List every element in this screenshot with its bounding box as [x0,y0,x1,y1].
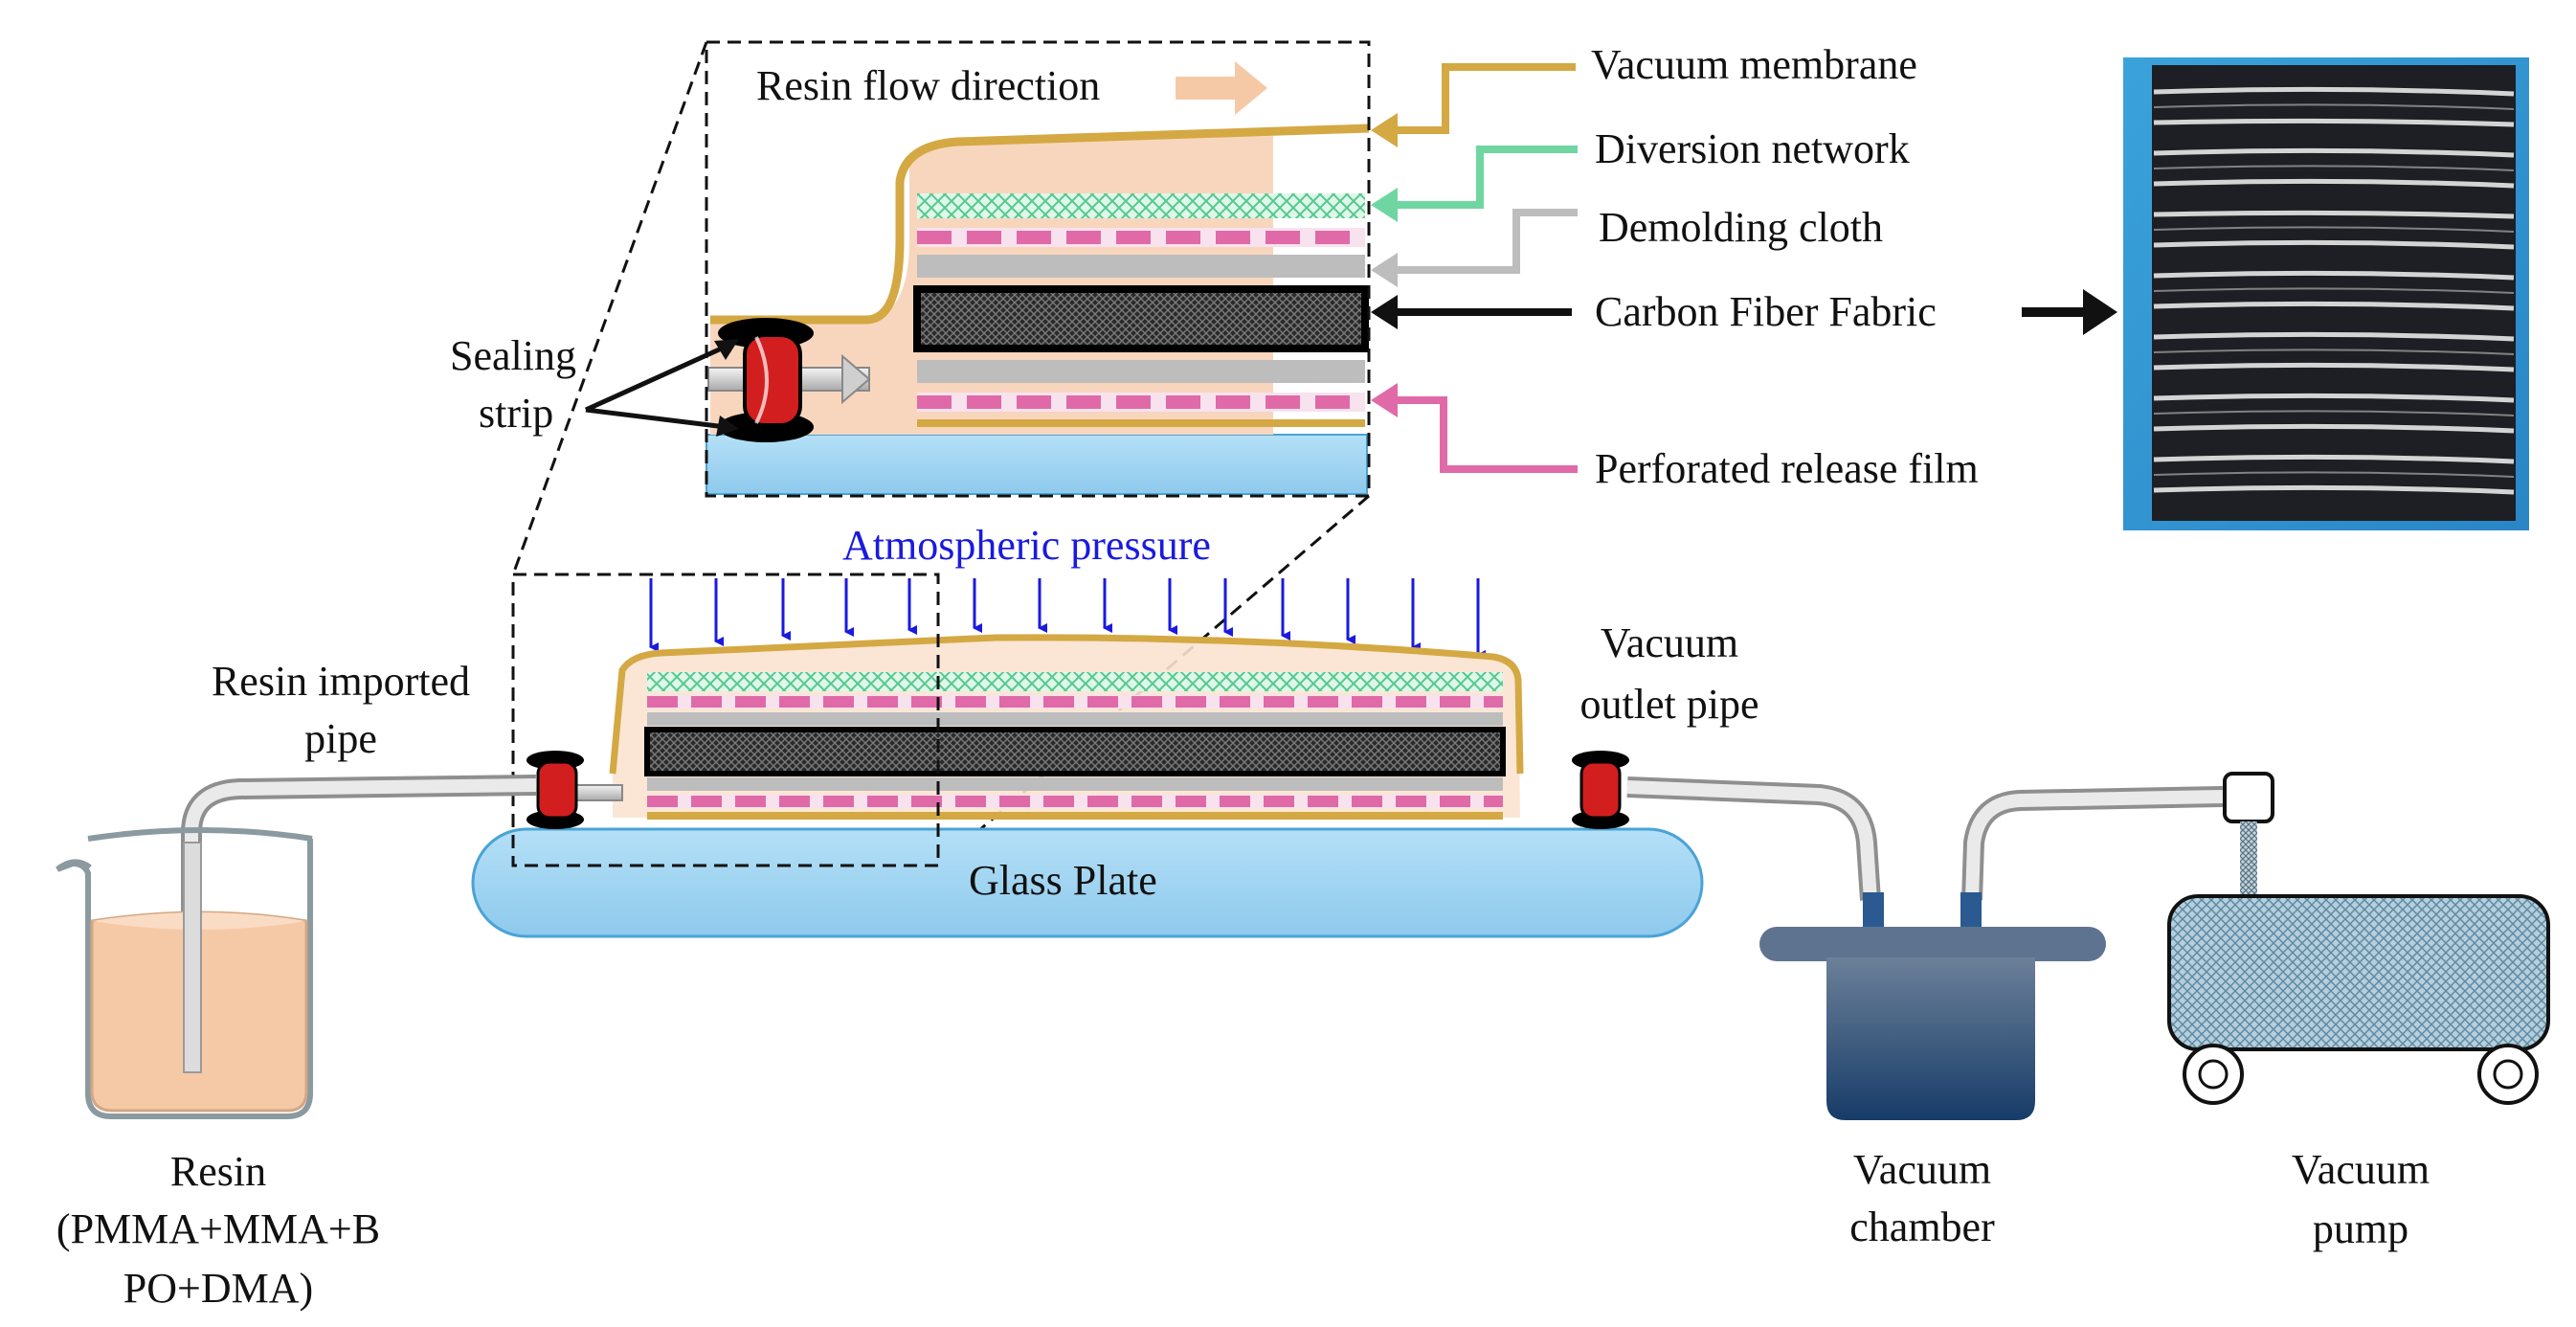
detail-inset [705,40,1371,498]
resin-label-line1: Resin [170,1148,266,1195]
inset-carbon-fiber-fabric [913,285,1369,352]
resin-beaker [56,827,313,1119]
inset-release-film-bottom [917,393,1365,412]
glass-plate [471,827,1704,938]
inset-demolding-cloth-bottom [917,360,1365,383]
main-layup [609,634,1524,820]
vacuum-outlet-pipe-label-line1: Vacuum [1601,619,1738,666]
vacuum-pump-label-line1: Vacuum [2292,1146,2430,1193]
resin-flow-direction-label: Resin flow direction [756,62,1100,109]
inlet-sealing-strip [526,751,623,829]
outlet-sealing-strip [1572,751,1629,829]
inset-diversion-network [917,193,1365,218]
sealing-strip-label-line1: Sealing [450,332,576,379]
resin-label-line2: (PMMA+MMA+B [56,1205,380,1252]
diversion-network-label: Diversion network [1595,125,1910,172]
atmospheric-pressure-label: Atmospheric pressure [842,522,1211,569]
inset-sealing-strip [707,318,871,442]
vacuum-outlet-pipe-label-line2: outlet pipe [1580,681,1759,728]
inset-vacuum-membrane [710,124,1370,325]
inset-glass-plate [706,434,1368,495]
inset-demolding-cloth-top [917,255,1365,278]
vacuum-pump [2167,772,2550,1105]
resin-imported-pipe-label-line1: Resin imported [212,658,470,705]
inset-release-film-top [917,228,1365,247]
carbon-fiber-photo [2123,57,2529,530]
carbon-fiber-fabric-label: Carbon Fiber Fabric [1595,288,1937,335]
vacuum-pump-label-line2: pump [2313,1205,2408,1252]
zoom-line-left [511,41,708,575]
resin-imported-pipe-label-line2: pipe [304,715,377,762]
inset-bottom-membrane [917,419,1365,427]
resin-flow-arrow [1176,61,1267,115]
resin-label-line3: PO+DMA) [123,1265,313,1312]
glass-plate-label: Glass Plate [969,857,1157,904]
perforated-release-film-label: Perforated release film [1595,445,1979,492]
vacuum-chamber [1759,892,2106,1120]
inset-dashed-frame [705,40,1371,498]
demolding-cloth-label: Demolding cloth [1599,204,1883,251]
chamber-to-pump-pipe [1961,786,2224,901]
vacuum-membrane-label: Vacuum membrane [1591,41,1917,88]
sealing-strip-label-line2: strip [479,390,553,437]
vacuum-chamber-label-line1: Vacuum [1853,1146,1991,1193]
main-dashed-frame [511,573,940,867]
vacuum-chamber-label-line2: chamber [1849,1203,1995,1250]
atmospheric-pressure-arrows [649,578,1486,660]
callout-leaders [584,63,2117,473]
